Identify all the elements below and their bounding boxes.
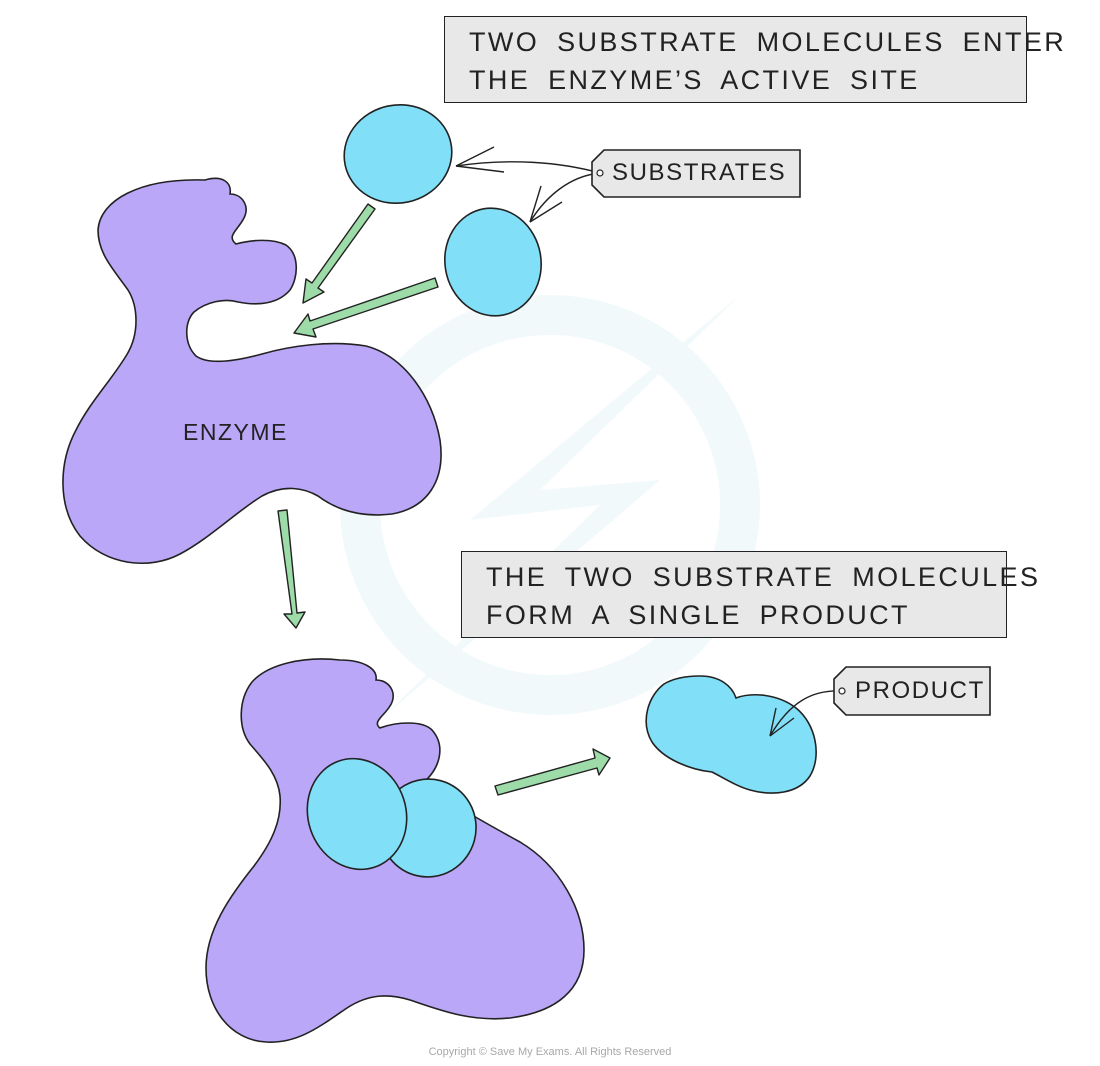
bound-substrate-left [306,757,408,871]
caption-top-line-2: THE ENZYME’S ACTIVE SITE [469,65,920,95]
arrow-to-product [494,748,611,796]
product-label: PRODUCT [855,677,985,704]
caption-substrates-enter: TWO SUBSTRATE MOLECULES ENTER THE ENZYME… [444,16,1067,103]
product-pointer [769,690,841,737]
copyright-notice: Copyright © Save My Exams. All Rights Re… [428,1046,672,1058]
enzyme-shape-top [62,177,442,565]
substrates-tag [591,149,801,198]
substrate-molecule-1 [343,103,453,205]
substrates-label: SUBSTRATES [612,159,787,186]
substrates-tag-hole [596,169,604,177]
watermark-logo [340,295,760,720]
arrow-enzyme-down [277,509,306,629]
substrate-molecule-2 [444,207,542,317]
caption-form-product: THE TWO SUBSTRATE MOLECULES FORM A SINGL… [461,551,1041,638]
caption-middle-line-1: THE TWO SUBSTRATE MOLECULES [486,562,1041,592]
enzyme-label: ENZYME [183,419,288,445]
product-molecule [645,675,817,794]
substrates-pointers [455,146,601,223]
caption-top-line-1: TWO SUBSTRATE MOLECULES ENTER [469,27,1067,57]
product-tag [833,666,991,716]
arrow-substrate2-to-active-site [293,277,439,338]
arrow-substrate1-to-active-site [302,203,376,304]
caption-middle-line-2: FORM A SINGLE PRODUCT [486,600,910,630]
product-tag-hole [838,687,846,695]
